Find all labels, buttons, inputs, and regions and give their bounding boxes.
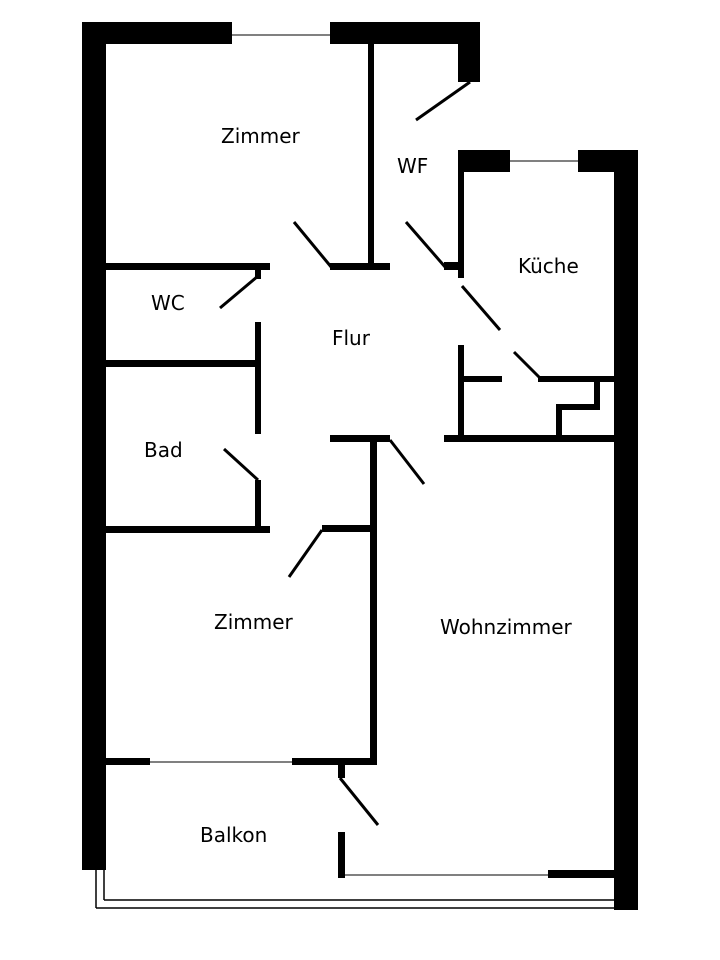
wall-right-exterior — [614, 150, 638, 910]
doors — [219, 80, 544, 826]
wall-bad-door-jamb — [255, 480, 261, 532]
wall-kitchen-step-vertical-left — [556, 404, 562, 442]
wall-balkon-right — [292, 758, 376, 765]
interior-walls — [106, 44, 616, 878]
room-label-flur: Flur — [332, 326, 371, 350]
wall-kitchen-top-left — [458, 150, 510, 172]
room-label-zimmer-bottom: Zimmer — [214, 610, 294, 634]
windows — [150, 34, 578, 876]
room-label-wf: WF — [397, 154, 428, 178]
wall-flur-living-top — [330, 435, 390, 442]
wall-zimmer-bottom-right — [330, 263, 390, 270]
room-labels: Zimmer WF Küche WC Flur Bad Zimmer Wohnz… — [144, 124, 579, 847]
wall-top-left-segment — [82, 22, 232, 44]
wall-left-exterior — [82, 22, 106, 870]
wall-balkon-door-upper-jamb — [338, 760, 345, 778]
wall-wc-door-jamb — [255, 263, 261, 279]
balkon-outline — [95, 870, 620, 909]
wall-balkon-left — [106, 758, 150, 765]
door-wohnzimmer — [388, 439, 426, 485]
door-wf-lower — [404, 221, 448, 269]
wall-balkon-door-lower-jamb — [338, 832, 345, 878]
wall-kitchen-living-divider — [444, 435, 616, 442]
room-label-bad: Bad — [144, 438, 183, 462]
wall-zimmer-bottom-top-right — [322, 525, 376, 532]
door-wc — [219, 274, 259, 310]
wall-wc-bad-vertical — [255, 322, 261, 434]
wall-kitchen-step-horizontal — [556, 404, 600, 410]
wall-kitchen-left — [458, 150, 464, 278]
door-kueche-storage — [512, 350, 544, 382]
door-wf — [415, 80, 471, 122]
room-label-wc: WC — [151, 291, 185, 315]
room-label-zimmer-top: Zimmer — [221, 124, 301, 148]
wall-wf-exterior-stub — [458, 22, 480, 82]
wall-top-right-segment — [330, 22, 480, 44]
door-kueche — [460, 285, 502, 331]
room-label-kueche: Küche — [518, 254, 579, 278]
wall-zimmer-wf-divider — [368, 44, 374, 270]
room-label-balkon: Balkon — [200, 823, 267, 847]
wall-zimmer-bottom-left — [106, 263, 270, 270]
wall-living-bottom-stub — [548, 870, 618, 878]
wall-kitchen-bottom-step-top — [538, 376, 616, 382]
room-label-wohnzimmer: Wohnzimmer — [440, 615, 573, 639]
wall-bad-bottom — [106, 526, 270, 533]
wall-kitchen-lower-left — [458, 345, 464, 442]
wall-kitchen-step-vertical-right — [594, 376, 600, 410]
wall-kitchen-shelf — [464, 376, 502, 382]
wall-kitchen-door-stub — [444, 262, 464, 270]
door-zimmer-bottom — [287, 529, 324, 578]
door-zimmer-top — [292, 221, 334, 269]
door-bad — [222, 447, 260, 482]
exterior-walls — [82, 22, 638, 910]
wall-living-left — [370, 435, 377, 765]
door-balkon — [338, 777, 380, 826]
wall-wc-bad-divider — [106, 360, 258, 367]
